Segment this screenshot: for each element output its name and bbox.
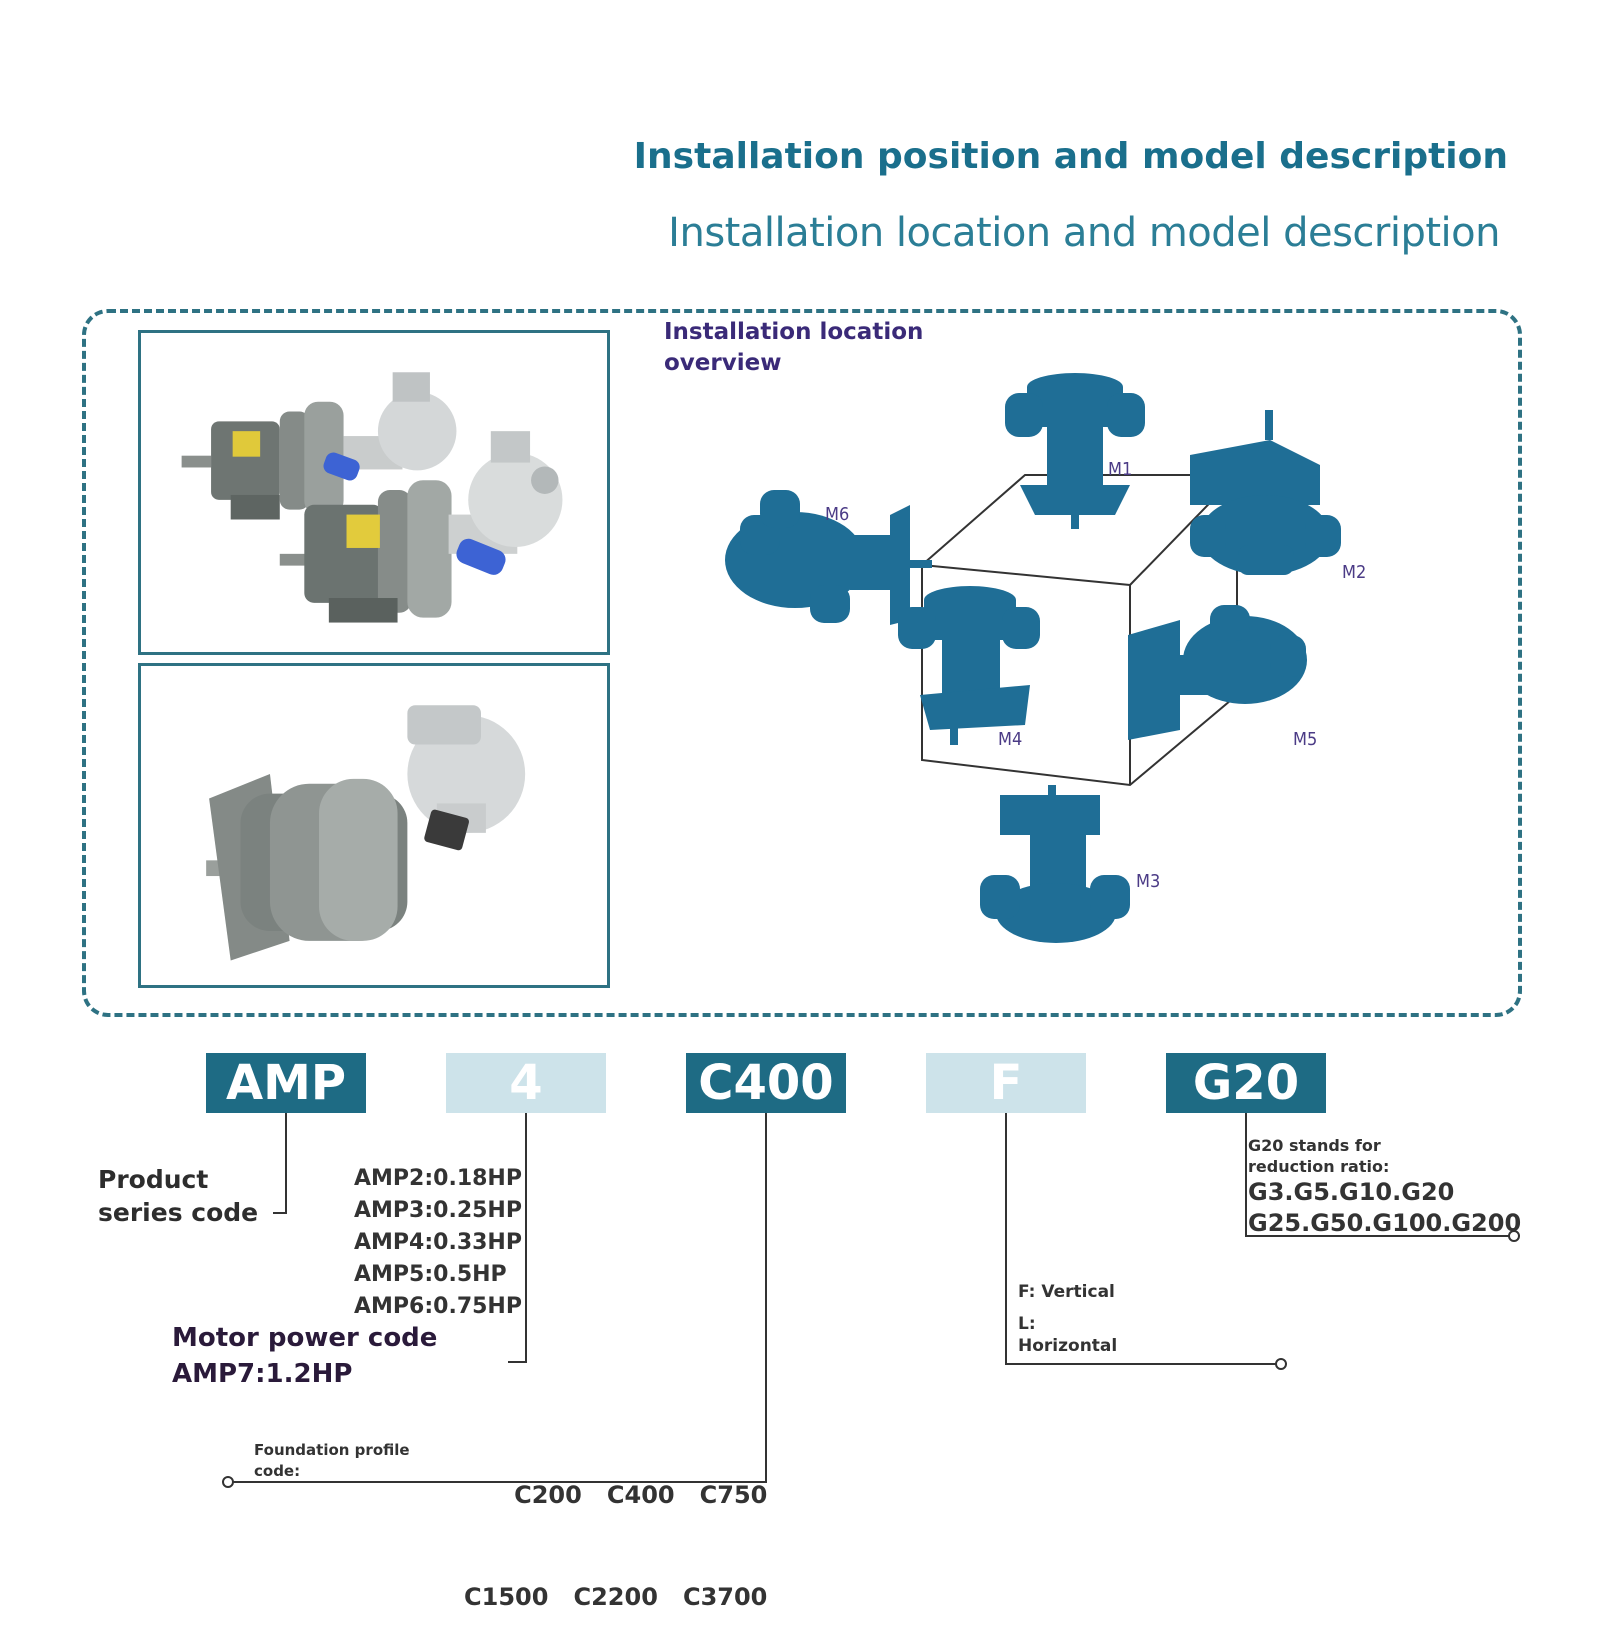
connector-power bbox=[525, 1113, 527, 1363]
label-m4: M4 bbox=[998, 729, 1022, 750]
motor-m5 bbox=[1128, 605, 1307, 740]
overview-label-line2: overview bbox=[664, 350, 782, 376]
foundation-options: C200 C400 C750 C1500 C2200 C3700 bbox=[464, 1481, 768, 1611]
code-segment-foundation: C400 bbox=[686, 1053, 846, 1113]
connector-ratio bbox=[1245, 1113, 1247, 1237]
page-subtitle: Installation location and model descript… bbox=[668, 210, 1500, 256]
gear-motor-single-image bbox=[206, 705, 526, 961]
connector-foundation-end bbox=[222, 1476, 234, 1488]
label-m1: M1 bbox=[1108, 459, 1132, 480]
motor-m2 bbox=[1190, 410, 1341, 575]
motor-power-options: AMP2:0.18HP AMP3:0.25HP AMP4:0.33HP AMP5… bbox=[354, 1166, 522, 1319]
connector-foundation bbox=[765, 1113, 767, 1483]
label-m2: M2 bbox=[1342, 562, 1366, 583]
code-segment-ratio: G20 bbox=[1166, 1053, 1326, 1113]
code-segment-power: 4 bbox=[446, 1053, 606, 1113]
connector-ratio-end bbox=[1508, 1230, 1520, 1242]
motor-m1 bbox=[1005, 373, 1145, 529]
code-segment-mounting: F bbox=[926, 1053, 1086, 1113]
reduction-label: G20 stands for reduction ratio: G3.G5.G1… bbox=[1248, 1136, 1522, 1237]
connector-mounting bbox=[1005, 1113, 1007, 1365]
motor-m6 bbox=[725, 490, 932, 625]
connector-mounting-end bbox=[1275, 1358, 1287, 1370]
label-m6: M6 bbox=[825, 504, 849, 525]
overview-label: Installation location overview bbox=[664, 317, 923, 379]
gear-motor-pair-image bbox=[181, 372, 563, 623]
label-m3: M3 bbox=[1136, 871, 1160, 892]
mounting-position-diagram: M1 M2 M3 M4 M5 M6 bbox=[710, 365, 1430, 985]
product-photo-dual bbox=[138, 330, 610, 655]
overview-label-line1: Installation location bbox=[664, 319, 924, 345]
foundation-label: Foundation profile code: bbox=[254, 1441, 410, 1480]
motor-power-label: Motor power code AMP7:1.2HP bbox=[172, 1323, 438, 1389]
mounting-options: F: Vertical L: Horizontal bbox=[1018, 1282, 1118, 1356]
installation-frame bbox=[82, 309, 1522, 1017]
motor-m4 bbox=[898, 586, 1040, 745]
product-photo-single bbox=[138, 663, 610, 988]
motor-m3 bbox=[980, 785, 1130, 943]
page-title: Installation position and model descript… bbox=[633, 136, 1508, 177]
product-series-label: Product series code bbox=[98, 1165, 259, 1227]
connector-series bbox=[285, 1113, 287, 1214]
label-m5: M5 bbox=[1293, 729, 1317, 750]
code-segment-series: AMP bbox=[206, 1053, 366, 1113]
